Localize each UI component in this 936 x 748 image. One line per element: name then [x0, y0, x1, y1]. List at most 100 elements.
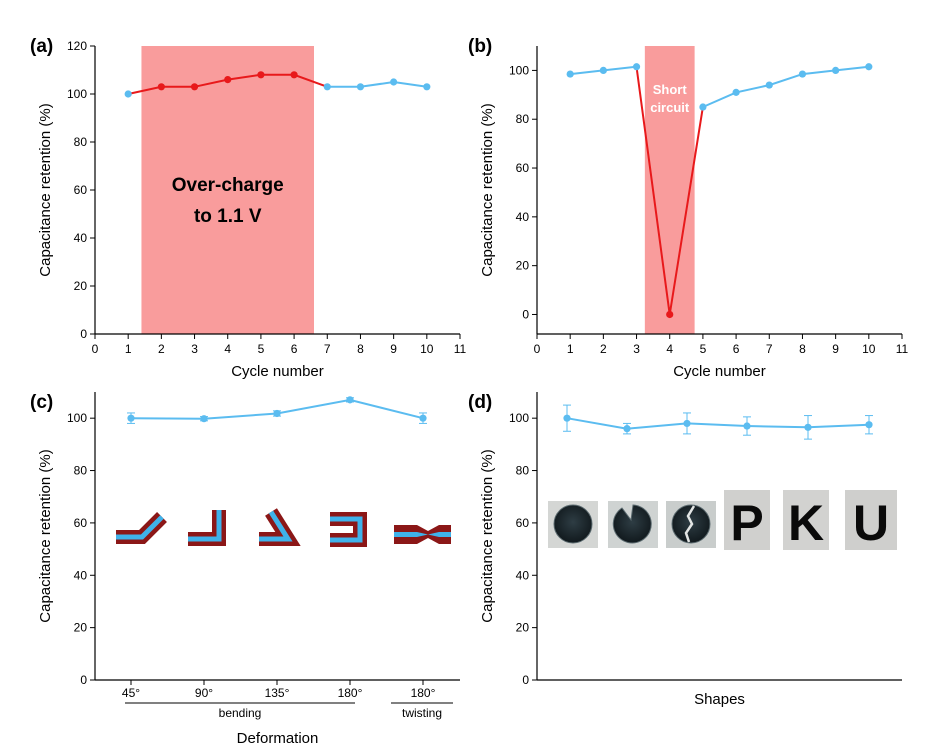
b-x-tick-label: 1	[567, 342, 574, 356]
b-y-tick-label: 0	[522, 307, 529, 321]
d-data-point	[804, 423, 812, 431]
b-annotation-line: circuit	[650, 100, 690, 115]
letter-K-photo: K	[788, 495, 824, 551]
b-data-point	[666, 310, 674, 319]
b-x-tick-label: 3	[633, 342, 640, 356]
c-group-label: twisting	[402, 706, 442, 720]
bend-45-icon	[116, 512, 167, 544]
a-x-tick-label: 4	[224, 342, 231, 356]
a-highlight-region	[141, 46, 314, 334]
b-x-tick-label: 5	[700, 342, 707, 356]
b-data-point	[865, 63, 873, 71]
bend-135-icon-inner	[259, 510, 293, 542]
panel-a-letter: (a)	[30, 36, 53, 57]
b-y-tick-label: 40	[516, 210, 530, 224]
d-y-tick-label: 0	[522, 673, 529, 687]
b-data-point	[599, 66, 607, 75]
a-y-tick-label: 80	[74, 135, 88, 149]
b-x-tick-label: 4	[666, 342, 673, 356]
panel-c: (c) 02040608010045°90°135°180°180°bendin…	[30, 392, 460, 747]
c-y-tick-label: 20	[74, 621, 88, 635]
letter-U-photo: U	[853, 495, 889, 551]
c-group-label: bending	[219, 706, 262, 720]
c-data-point	[200, 415, 208, 423]
b-x-tick-label: 0	[534, 342, 541, 356]
a-x-tick-label: 8	[357, 342, 364, 356]
a-data-point	[356, 83, 365, 91]
twist-180-icon	[394, 525, 451, 544]
b-y-tick-label: 20	[516, 259, 530, 273]
panel-c-letter: (c)	[30, 392, 53, 413]
bend-180-icon	[330, 512, 367, 547]
letter-P-photo-background	[724, 490, 770, 550]
b-y-tick-label: 60	[516, 161, 530, 175]
c-data-point	[346, 396, 354, 404]
bend-90-icon-outer	[188, 510, 226, 546]
c-y-tick-label: 0	[80, 673, 87, 687]
d-y-tick-label: 60	[516, 516, 530, 530]
c-data-point	[273, 409, 281, 418]
a-y-label: Capacitance retention (%)	[37, 103, 54, 276]
bend-45-icon-inner	[116, 515, 164, 540]
a-y-tick-label: 20	[74, 279, 88, 293]
d-y-tick-label: 100	[509, 411, 529, 425]
c-data-point	[419, 414, 427, 422]
letter-P-photo: P	[730, 495, 763, 551]
bend-90-icon	[188, 510, 226, 546]
b-x-tick-label: 10	[862, 342, 876, 356]
d-data-point	[563, 414, 571, 422]
bend-180-icon-outer	[330, 512, 367, 547]
a-x-tick-label: 3	[191, 342, 198, 356]
c-y-tick-label: 40	[74, 568, 88, 582]
twist-180-icon-inner	[394, 532, 451, 537]
a-x-tick-label: 5	[258, 342, 265, 356]
a-x-tick-label: 10	[420, 342, 434, 356]
b-x-tick-label: 11	[896, 342, 909, 356]
d-y-tick-label: 20	[516, 621, 530, 635]
a-x-tick-label: 1	[125, 342, 132, 356]
d-series-line	[566, 417, 870, 430]
d-x-label: Shapes	[694, 691, 745, 708]
d-data-point	[683, 419, 691, 428]
a-y-tick-label: 60	[74, 183, 88, 197]
a-data-point	[390, 78, 398, 86]
b-data-point	[699, 103, 707, 111]
a-x-tick-label: 9	[390, 342, 397, 356]
c-y-tick-label: 80	[74, 464, 88, 478]
b-data-point	[566, 70, 574, 78]
b-x-tick-label: 9	[832, 342, 839, 356]
c-y-tick-label: 100	[67, 411, 87, 425]
a-data-point	[224, 76, 232, 84]
a-x-tick-label: 2	[158, 342, 165, 356]
a-x-tick-label: 7	[324, 342, 331, 356]
disc-crack-line	[684, 505, 696, 543]
c-category-label: 180°	[338, 686, 363, 700]
disc-photo	[553, 504, 593, 544]
bend-90-icon-inner	[188, 510, 222, 542]
c-data-point	[127, 414, 135, 422]
a-annotation-line: to 1.1 V	[194, 206, 262, 227]
b-series-normal-end	[702, 65, 869, 108]
letter-U-photo-background	[845, 490, 897, 550]
bend-180-icon-inner	[330, 516, 363, 543]
c-y-label: Capacitance retention (%)	[37, 449, 54, 622]
a-y-tick-label: 40	[74, 231, 88, 245]
c-category-label: 90°	[195, 686, 213, 700]
a-x-tick-label: 11	[454, 342, 467, 356]
b-y-tick-label: 80	[516, 112, 530, 126]
c-category-label: 180°	[411, 686, 436, 700]
b-x-label: Cycle number	[673, 363, 766, 380]
d-data-point	[865, 421, 873, 429]
a-x-tick-label: 0	[92, 342, 99, 356]
d-y-tick-label: 80	[516, 464, 530, 478]
b-annotation-line: Short	[653, 82, 688, 97]
panel-d-letter: (d)	[468, 392, 492, 413]
c-category-label: 45°	[122, 686, 140, 700]
a-data-point	[290, 71, 298, 79]
b-y-tick-label: 100	[509, 63, 529, 77]
a-y-tick-label: 0	[80, 327, 87, 341]
c-y-tick-label: 60	[74, 516, 88, 530]
